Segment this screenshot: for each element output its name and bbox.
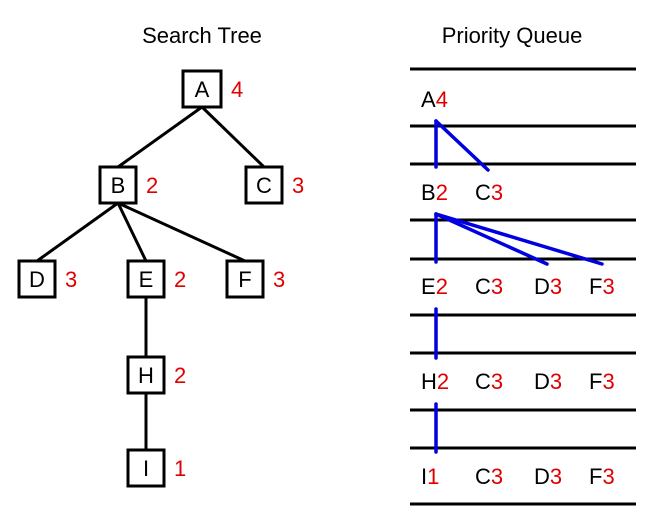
tree-node-cost: 3: [65, 267, 77, 292]
queue-entry-cost: 2: [436, 274, 448, 299]
search-tree-title: Search Tree: [142, 23, 262, 48]
tree-node-box: [126, 259, 166, 299]
queue-entry-cost: 3: [602, 369, 614, 394]
tree-node-box: [181, 69, 223, 109]
queue-pointer: [434, 119, 490, 172]
tree-edge-a-c: [200, 105, 266, 169]
tree-edge-b-d: [36, 201, 119, 263]
tree-node-label: F: [238, 267, 251, 292]
queue-entry-cost: 3: [491, 464, 503, 489]
queue-entry-cost: 3: [602, 274, 614, 299]
queue-entry-letter: D: [534, 464, 550, 489]
queue-entry: F3: [589, 369, 615, 394]
queue-entry: I1: [421, 464, 439, 489]
queue-entry: B2: [421, 180, 448, 205]
queue-entry-cost: 3: [602, 464, 614, 489]
queue-entry-cost: 3: [491, 369, 503, 394]
queue-entry-letter: E: [421, 274, 436, 299]
tree-node-box: [225, 259, 265, 299]
tree-node-cost: 2: [146, 173, 158, 198]
tree-node-label: I: [143, 456, 149, 481]
queue-entry-letter: F: [589, 369, 602, 394]
queue-entry: D3: [534, 369, 562, 394]
tree-node-label: B: [111, 173, 126, 198]
queue-entry-letter: C: [475, 464, 491, 489]
queue-entry: C3: [475, 180, 503, 205]
queue-entry-letter: C: [475, 180, 491, 205]
queue-entry-letter: H: [421, 369, 437, 394]
queue-entry-cost: 4: [436, 87, 448, 112]
queue-entry-cost: 1: [427, 464, 439, 489]
queue-entry-cost: 3: [550, 274, 562, 299]
queue-entry-cost: 2: [437, 369, 449, 394]
queue-entry: H2: [421, 369, 449, 394]
queue-entry-cost: 3: [550, 464, 562, 489]
queue-entry-cost: 3: [550, 369, 562, 394]
queue-entry-letter: C: [475, 274, 491, 299]
queue-entry: E2: [421, 274, 448, 299]
queue-entry: D3: [534, 274, 562, 299]
queue-pointer: [434, 212, 549, 266]
queue-entry: C3: [475, 369, 503, 394]
queue-pointers: [434, 119, 604, 454]
queue-row-2: B2 C3: [421, 180, 503, 205]
queue-entry-letter: C: [475, 369, 491, 394]
queue-entry: D3: [534, 464, 562, 489]
tree-edge-b-f: [117, 201, 246, 263]
queue-entry-cost: 3: [491, 274, 503, 299]
tree-node-label: C: [256, 173, 272, 198]
tree-node-box: [126, 448, 166, 488]
queue-entry-letter: F: [589, 464, 602, 489]
tree-node-cost: 3: [292, 173, 304, 198]
tree-node-cost: 2: [174, 363, 186, 388]
queue-entry-cost: 2: [436, 180, 448, 205]
queue-pointer: [434, 212, 604, 266]
tree-edge-b-e: [116, 202, 148, 262]
queue-entry-letter: D: [534, 274, 550, 299]
tree-node-label: E: [139, 267, 154, 292]
tree-node-label: H: [138, 363, 154, 388]
tree-edge-a-b: [117, 105, 203, 169]
tree-node-cost: 2: [174, 267, 186, 292]
queue-entry-letter: A: [421, 87, 436, 112]
priority-queue-title: Priority Queue: [442, 23, 583, 48]
tree-node-cost: 1: [174, 456, 186, 481]
tree-edges: [36, 105, 266, 450]
tree-node-label: A: [195, 77, 210, 102]
queue-entry: C3: [475, 274, 503, 299]
tree-node-cost: 4: [231, 77, 243, 102]
queue-entry: C3: [475, 464, 503, 489]
tree-node-box: [17, 259, 57, 299]
queue-entry: A4: [421, 87, 448, 112]
tree-node-cost: 3: [273, 267, 285, 292]
tree-node-box: [126, 355, 166, 395]
queue-entry-letter: F: [589, 274, 602, 299]
queue-entry: F3: [589, 464, 615, 489]
queue-entry: F3: [589, 274, 615, 299]
queue-entry-letter: D: [534, 369, 550, 394]
queue-entry-cost: 3: [491, 180, 503, 205]
tree-node-box: [244, 165, 284, 205]
tree-node-box: [98, 165, 138, 205]
queue-entry-letter: I: [421, 464, 427, 489]
queue-entry-letter: B: [421, 180, 436, 205]
queue-row-1: A4: [421, 87, 448, 112]
tree-node-label: D: [29, 267, 45, 292]
